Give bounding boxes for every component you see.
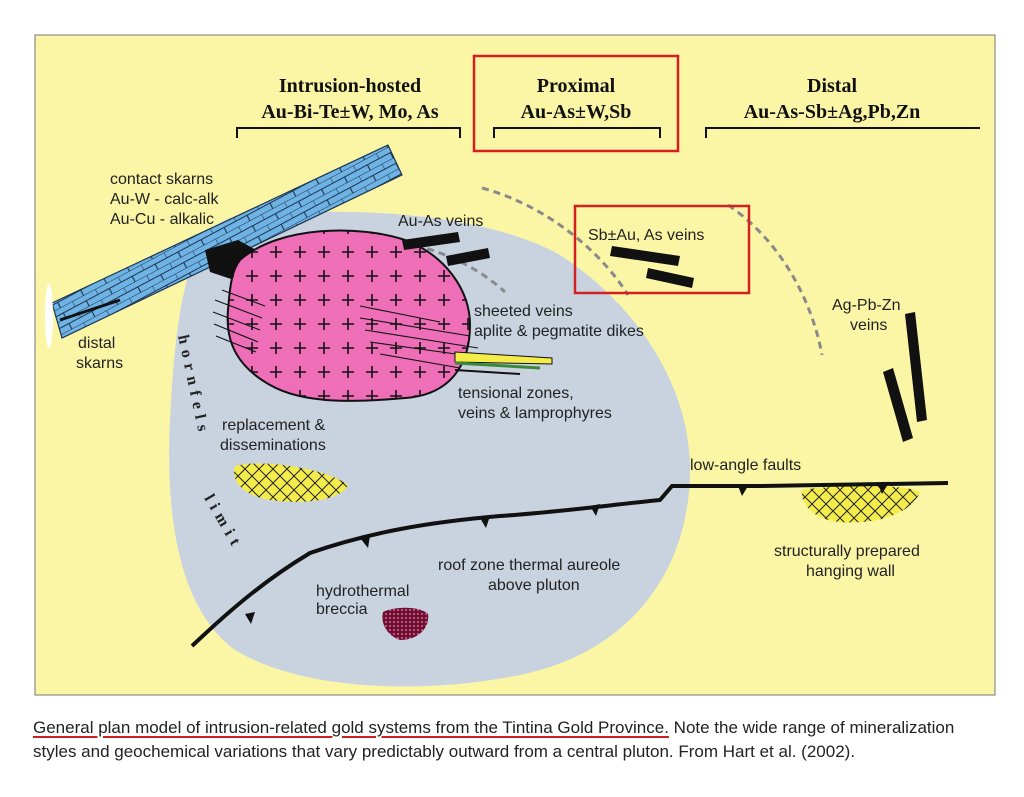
replacement-body (234, 463, 348, 502)
proximal-heading-highlight (472, 54, 680, 153)
central-pluton (226, 229, 472, 402)
low-angle-fault (190, 481, 949, 648)
proximal-outer-boundary (481, 186, 630, 296)
label-au-as-veins: Au-As veins (398, 213, 483, 230)
label-contact-skarns: contact skarns (110, 171, 213, 188)
label-sb-au-as-veins: Sb±Au, As veins (588, 227, 704, 244)
label-tensional-zones: tensional zones, (458, 385, 574, 402)
label-roof-zone: roof zone thermal aureole (438, 557, 620, 574)
heading-proximal-title: Proximal (537, 75, 616, 97)
label-distal-skarns-2: skarns (76, 355, 123, 372)
ag-pb-zn-vein-bars (883, 312, 927, 442)
heading-brackets (236, 127, 980, 138)
label-contact-skarns-alkalic: Au-Cu - alkalic (110, 211, 214, 228)
au-as-vein-bars (402, 232, 490, 266)
label-ag-pb-zn-veins: veins (850, 317, 887, 334)
label-veins-lamprophyres: veins & lamprophyres (458, 405, 612, 422)
sheeted-veins-hatch (212, 289, 479, 369)
distal-skarn-lens (45, 284, 53, 348)
caption-rest: Note the wide range of mineralization st… (33, 718, 955, 761)
label-aplite-pegmatite: aplite & pegmatite dikes (474, 323, 644, 340)
label-structurally-prepared: structurally prepared (774, 543, 920, 560)
label-contact-skarns-calc-alk: Au-W - calc-alk (110, 191, 219, 208)
heading-intrusion-hosted-elements: Au-Bi-Te±W, Mo, As (261, 101, 439, 123)
sb-veins-highlight (573, 204, 751, 295)
caption-lead: General plan model of intrusion-related … (33, 718, 669, 737)
heading-distal-elements: Au-As-Sb±Ag,Pb,Zn (744, 101, 921, 123)
distal-zone-boundary (727, 203, 824, 356)
label-hanging-wall: hanging wall (806, 563, 895, 580)
label-breccia: breccia (316, 601, 368, 618)
label-sheeted-veins: sheeted veins (474, 303, 573, 320)
label-distal-skarns-1: distal (78, 335, 115, 352)
label-hydrothermal: hydrothermal (316, 583, 409, 600)
label-above-pluton: above pluton (488, 577, 580, 594)
heading-distal-title: Distal (807, 75, 857, 97)
tintina-gold-model-diagram: Intrusion-hosted Au-Bi-Te±W, Mo, As Prox… (34, 34, 996, 696)
label-replacement: replacement & (222, 417, 325, 434)
label-ag-pb-zn: Ag-Pb-Zn (832, 297, 900, 314)
label-disseminations: disseminations (220, 437, 326, 454)
figure-caption: General plan model of intrusion-related … (33, 716, 993, 764)
hanging-wall-body (801, 485, 920, 523)
hydrothermal-breccia-body (382, 607, 429, 640)
sb-au-as-vein-bars (610, 246, 694, 288)
tensional-dikes (454, 351, 553, 375)
heading-proximal-elements: Au-As±W,Sb (521, 101, 632, 123)
heading-intrusion-hosted-title: Intrusion-hosted (279, 75, 421, 97)
label-low-angle-faults: low-angle faults (690, 457, 801, 474)
